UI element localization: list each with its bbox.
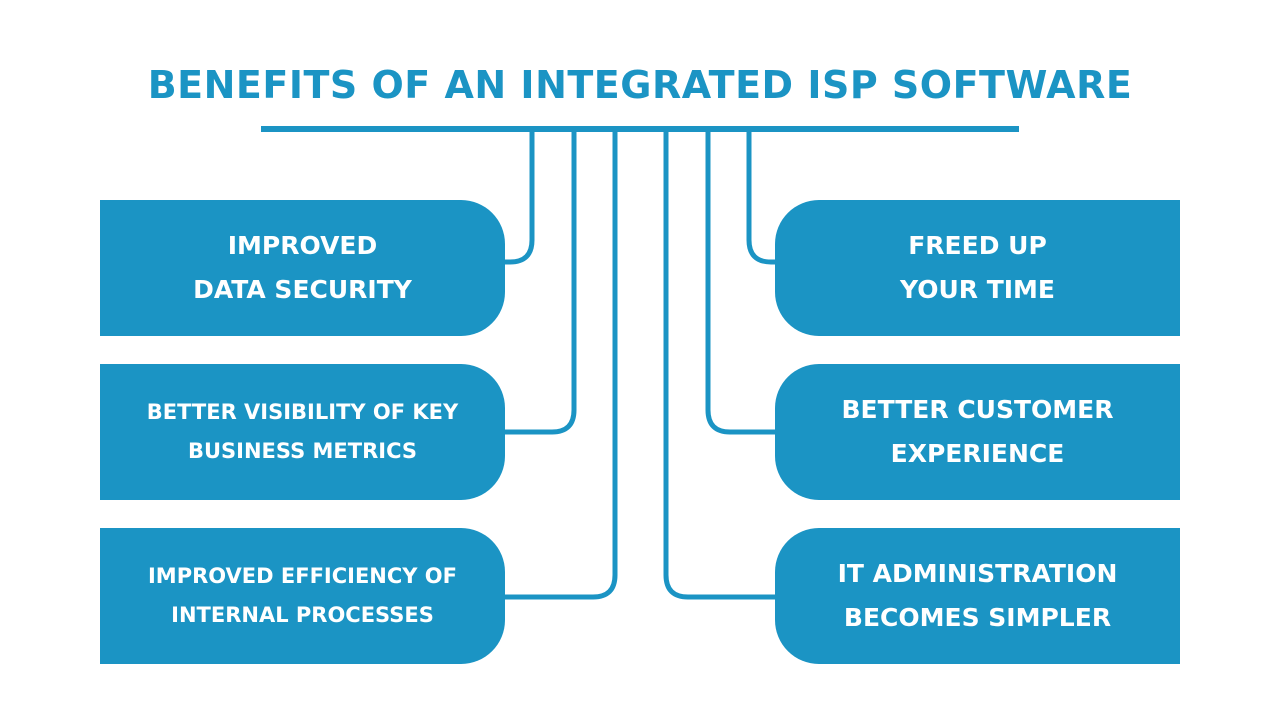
- connector-freed-up-time: [746, 130, 775, 265]
- benefit-card-it-administration: IT ADMINISTRATION BECOMES SIMPLER: [775, 528, 1180, 664]
- connector-it-administration: [663, 130, 775, 600]
- card-line-2: YOUR TIME: [899, 275, 1056, 304]
- benefit-card-better-visibility: BETTER VISIBILITY OF KEY BUSINESS METRIC…: [100, 364, 505, 500]
- connector-improved-efficiency: [505, 130, 618, 600]
- card-line-2: BUSINESS METRICS: [187, 439, 417, 463]
- card-line-1: IMPROVED EFFICIENCY OF: [147, 564, 458, 588]
- card-line-1: IMPROVED: [227, 231, 378, 260]
- connector-better-customer-experience: [705, 130, 775, 435]
- card-line-2: INTERNAL PROCESSES: [171, 603, 434, 627]
- connector-better-visibility: [505, 130, 577, 435]
- benefit-card-better-customer-experience: BETTER CUSTOMER EXPERIENCE: [775, 364, 1180, 500]
- card-line-1: FREED UP: [908, 231, 1047, 260]
- benefit-card-improved-efficiency: IMPROVED EFFICIENCY OF INTERNAL PROCESSE…: [100, 528, 505, 664]
- connector-improved-data-security: [505, 130, 535, 265]
- benefit-card-improved-data-security: IMPROVED DATA SECURITY: [100, 200, 505, 336]
- card-line-2: BECOMES SIMPLER: [843, 603, 1112, 632]
- card-line-1: BETTER VISIBILITY OF KEY: [146, 400, 459, 424]
- card-line-1: IT ADMINISTRATION: [837, 559, 1118, 588]
- card-line-1: BETTER CUSTOMER: [841, 395, 1114, 424]
- page-title: BENEFITS OF AN INTEGRATED ISP SOFTWARE: [147, 63, 1133, 107]
- card-line-2: EXPERIENCE: [890, 439, 1065, 468]
- card-line-2: DATA SECURITY: [193, 275, 412, 304]
- benefit-card-freed-up-time: FREED UP YOUR TIME: [775, 200, 1180, 336]
